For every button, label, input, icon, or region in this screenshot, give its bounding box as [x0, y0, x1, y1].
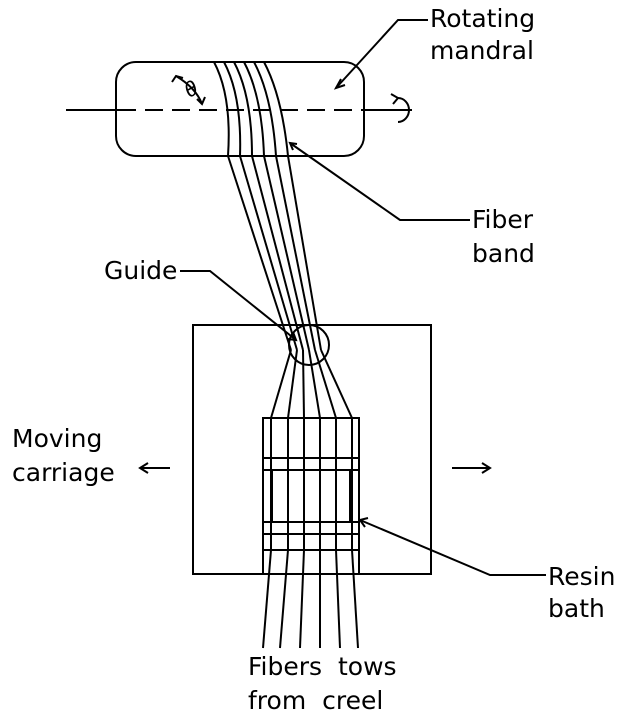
label-guide: Guide	[104, 256, 178, 285]
carriage-arrowhead-right-icon	[481, 462, 492, 474]
leader-arrowhead-mandral	[333, 78, 346, 90]
leader-arrowhead-fiber-band	[288, 141, 298, 151]
label-tows-line1: Fibers tows	[248, 652, 397, 681]
fiber-band-on-mandrel	[213, 61, 289, 157]
guide-ring	[288, 324, 330, 366]
carriage-arrowhead-left-icon	[138, 462, 149, 474]
label-rotating-line1: Rotating	[430, 4, 536, 33]
label-resin-line1: Resin	[548, 562, 616, 591]
label-resin-line2: bath	[548, 594, 605, 623]
leader-arrowhead-resin-bath	[358, 517, 369, 528]
leader-rotating-mandral	[335, 19, 428, 89]
theta-angle-arc	[175, 75, 203, 105]
label-carriage-line1: Moving	[12, 424, 103, 453]
label-rotating-line2: mandral	[430, 36, 534, 65]
fibers-guide-to-bath	[270, 349, 353, 419]
theta-arrowhead-bottom	[196, 96, 206, 106]
resin-bath-speckle-bottom	[262, 521, 360, 535]
leader-resin-bath	[359, 519, 546, 576]
resin-bath-speckle-top	[262, 457, 360, 471]
resin-bath-inner	[271, 469, 351, 523]
rotation-arrowhead	[390, 93, 400, 105]
label-carriage-line2: carriage	[12, 458, 115, 487]
resin-bath-top-plate	[262, 417, 360, 459]
theta-arrowhead-top	[171, 74, 184, 83]
rotation-arrow-icon	[397, 97, 410, 123]
resin-bath-bottom-plate	[262, 533, 360, 551]
fiber-tows-from-creel	[262, 549, 359, 649]
fiber-band-to-guide	[227, 155, 322, 351]
fibers-through-bath	[270, 418, 353, 550]
label-tows-line2: from creel	[248, 686, 384, 715]
label-fiber-line1: Fiber	[472, 205, 534, 234]
label-fiber-line2: band	[472, 239, 535, 268]
leader-arrowhead-guide	[287, 331, 298, 342]
leader-guide	[180, 270, 297, 341]
leader-fiber-band	[289, 142, 470, 221]
